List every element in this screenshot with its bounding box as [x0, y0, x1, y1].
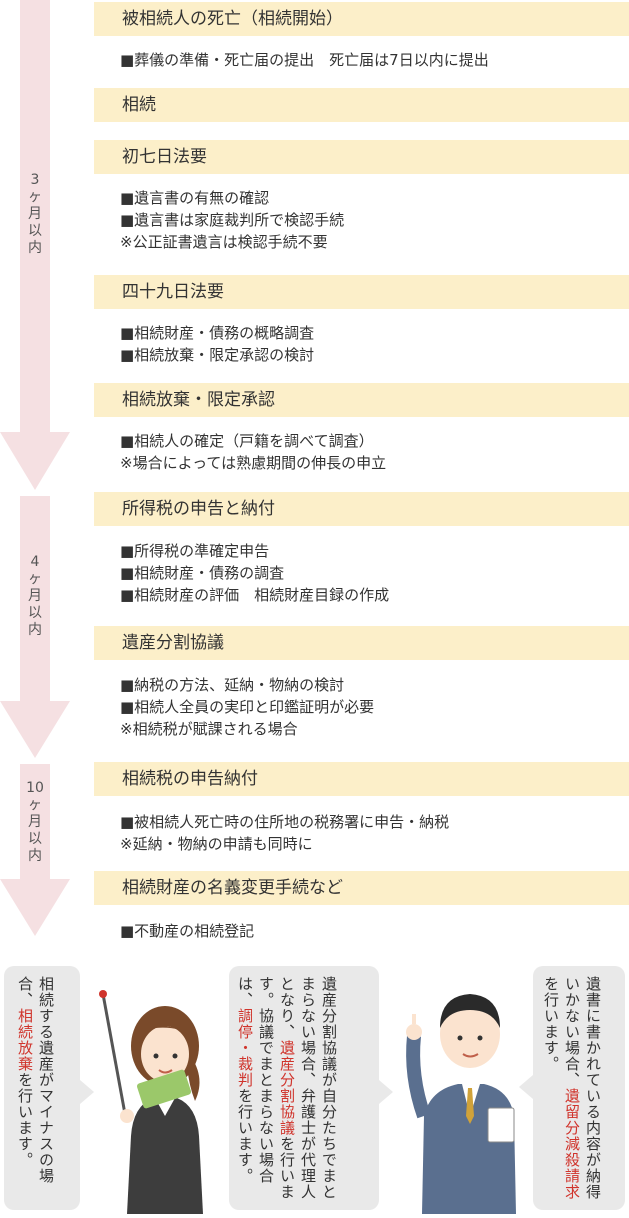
step-title: 遺産分割協議	[94, 626, 629, 660]
bubble-tail-middle	[379, 1080, 393, 1104]
step-title: 相続放棄・限定承認	[94, 383, 629, 417]
woman-with-pointer-illustration	[95, 966, 215, 1218]
step-items: ■相続人の確定（戸籍を調べて調査） ※場合によっては熟慮期間の伸長の申立	[120, 432, 387, 472]
step-title: 相続税の申告納付	[94, 762, 629, 796]
period-arrow-2	[0, 496, 70, 758]
speech-bubble-middle	[229, 966, 379, 1210]
step-items: ■所得税の準確定申告 ■相続財産・債務の調査 ■相続財産の評価 相続財産目録の作…	[120, 542, 390, 604]
step-items: ■被相続人死亡時の住所地の税務署に申告・納税 ※延納・物納の申請も同時に	[120, 813, 450, 853]
bubble-text-right: 遺書に書かれている内容が納得いかない場合、遺留分減殺請求を行います。	[542, 976, 602, 1200]
step-title: 相続	[94, 88, 629, 122]
bubble-tail-right	[519, 1075, 533, 1099]
step-items: ■相続財産・債務の概略調査 ■相続放棄・限定承認の検討	[120, 324, 315, 364]
step-title: 初七日法要	[94, 140, 629, 174]
step-items: ■遺言書の有無の確認 ■遺言書は家庭裁判所で検認手続 ※公正証書遺言は検認手続不…	[120, 189, 345, 251]
period-arrow-1	[0, 0, 70, 490]
bubble-text-left: 相続する遺産がマイナスの場合、相続放棄を行います。	[16, 976, 55, 1184]
speech-bubble-right	[533, 966, 625, 1210]
speech-bubble-left	[4, 966, 80, 1210]
step-items: ■納税の方法、延納・物納の検討 ■相続人全員の実印と印鑑証明が必要 ※相続税が賦…	[120, 676, 375, 738]
step-title: 被相続人の死亡（相続開始）	[94, 2, 629, 36]
bubble-text-middle: 遺産分割協議が自分たちでまとまらない場合、弁護士が代理人となり、遺産分割協議を行…	[236, 976, 338, 1200]
step-title: 相続財産の名義変更手続など	[94, 871, 629, 905]
lawyer-man-illustration	[400, 966, 520, 1218]
step-items: ■不動産の相続登記	[120, 922, 255, 940]
step-title: 四十九日法要	[94, 275, 629, 309]
step-items: ■葬儀の準備・死亡届の提出 死亡届は7日以内に提出	[120, 51, 489, 69]
step-title: 所得税の申告と納付	[94, 492, 629, 526]
period-arrow-3	[0, 764, 70, 936]
bubble-tail-left	[80, 1080, 94, 1104]
